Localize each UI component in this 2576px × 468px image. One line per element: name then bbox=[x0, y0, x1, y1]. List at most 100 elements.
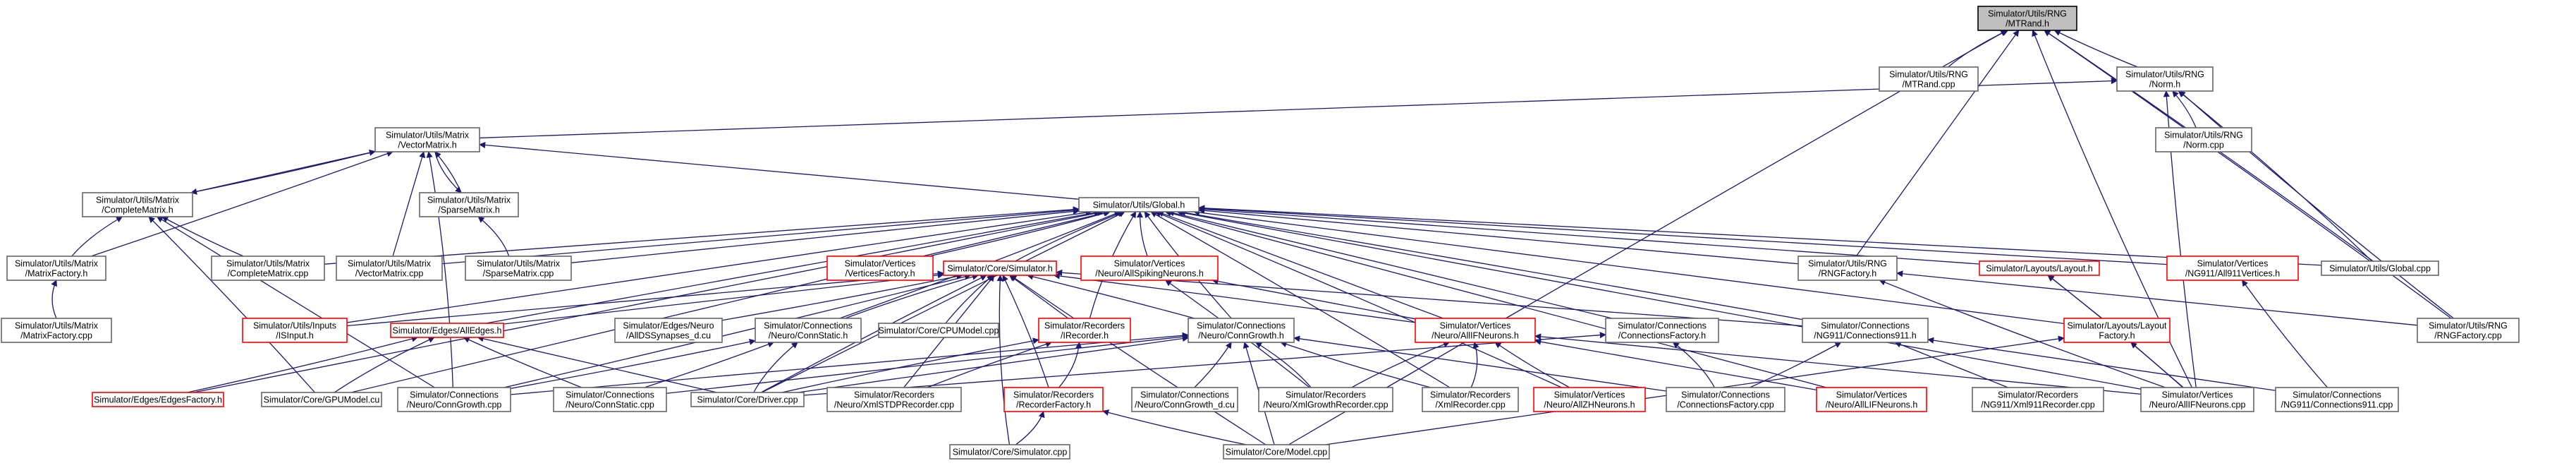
node-allspikingneurons-h[interactable]: Simulator/Vertices/Neuro/AllSpikingNeuro… bbox=[1080, 256, 1219, 281]
node-completematrix-cpp[interactable]: Simulator/Utils/Matrix/CompleteMatrix.cp… bbox=[211, 256, 325, 281]
node-box[interactable] bbox=[1797, 256, 1898, 281]
node-mtrand-h[interactable]: Simulator/Utils/RNG/MTRand.h bbox=[1977, 6, 2077, 31]
node-box[interactable] bbox=[1078, 197, 1200, 212]
node-connstatic-h[interactable]: Simulator/Connections/Neuro/ConnStatic.h bbox=[755, 318, 862, 343]
node-conngrowth-cpp[interactable]: Simulator/Connections/Neuro/ConnGrowth.c… bbox=[397, 387, 511, 412]
node-box[interactable] bbox=[1038, 318, 1131, 343]
node-box[interactable] bbox=[690, 392, 805, 407]
node-box[interactable] bbox=[374, 127, 480, 152]
node-box[interactable] bbox=[943, 260, 1057, 276]
node-layout-h[interactable]: Simulator/Layouts/Layout.h bbox=[1979, 260, 2100, 276]
node-isinput-h[interactable]: Simulator/Utils/Inputs/ISInput.h bbox=[242, 318, 348, 343]
node-recorderfactory-h[interactable]: Simulator/Recorders/RecorderFactory.h bbox=[1003, 387, 1104, 412]
node-verticesfactory-h[interactable]: Simulator/Vertices/VerticesFactory.h bbox=[826, 256, 934, 281]
node-box[interactable] bbox=[1415, 318, 1536, 343]
node-box[interactable] bbox=[1802, 318, 1929, 343]
node-xmlrecorder-cpp[interactable]: Simulator/Recorders/XmlRecorder.cpp bbox=[1422, 387, 1519, 412]
node-completematrix-h[interactable]: Simulator/Utils/Matrix/CompleteMatrix.h bbox=[82, 192, 193, 217]
node-box[interactable] bbox=[2063, 318, 2171, 343]
node-box[interactable] bbox=[390, 323, 504, 338]
node-norm-h[interactable]: Simulator/Utils/RNG/Norm.h bbox=[2116, 66, 2214, 92]
node-allzhneurons-h[interactable]: Simulator/Vertices/Neuro/AllZHNeurons.h bbox=[1533, 387, 1646, 412]
node-box[interactable] bbox=[92, 392, 224, 407]
node-edgesfactory-h[interactable]: Simulator/Edges/EdgesFactory.h bbox=[92, 392, 224, 407]
node-box[interactable] bbox=[82, 192, 193, 217]
node-box[interactable] bbox=[1422, 387, 1519, 412]
node-simulator-cpp[interactable]: Simulator/Core/Simulator.cpp bbox=[949, 444, 1070, 460]
node-xml911-cpp[interactable]: Simulator/Recorders/NG911/Xml911Recorder… bbox=[1972, 387, 2104, 412]
node-box[interactable] bbox=[1, 318, 112, 343]
node-box[interactable] bbox=[1258, 387, 1393, 412]
node-driver-cpp[interactable]: Simulator/Core/Driver.cpp bbox=[690, 392, 805, 407]
node-recorder-h[interactable]: Simulator/Recorders/IRecorder.h bbox=[1038, 318, 1131, 343]
node-norm-cpp[interactable]: Simulator/Utils/RNG/Norm.cpp bbox=[2155, 127, 2252, 152]
node-box[interactable] bbox=[1977, 6, 2077, 31]
node-box[interactable] bbox=[1188, 318, 1295, 343]
node-box[interactable] bbox=[1131, 387, 1238, 412]
node-connectionsfactory-cpp[interactable]: Simulator/Connections/ConnectionsFactory… bbox=[1666, 387, 1786, 412]
node-vectormatrix-h[interactable]: Simulator/Utils/Matrix/VectorMatrix.h bbox=[374, 127, 480, 152]
node-gpumodel-cu[interactable]: Simulator/Core/GPUModel.cu bbox=[261, 392, 382, 407]
node-conngrowth-cu[interactable]: Simulator/Connections/Neuro/ConnGrowth_d… bbox=[1131, 387, 1238, 412]
node-global-cpp[interactable]: Simulator/Utils/Global.cpp bbox=[2321, 260, 2439, 276]
node-xmlstdp-cpp[interactable]: Simulator/Recorders/Neuro/XmlSTDPRecorde… bbox=[826, 387, 962, 412]
node-all911vertices-h[interactable]: Simulator/Vertices/NG911/All911Vertices.… bbox=[2166, 256, 2299, 281]
node-box[interactable] bbox=[1816, 387, 1927, 412]
node-matrixfactory-h[interactable]: Simulator/Utils/Matrix/MatrixFactory.h bbox=[6, 256, 106, 281]
node-box[interactable] bbox=[397, 387, 511, 412]
node-allifneurons-cpp[interactable]: Simulator/Vertices/Neuro/AllIFNeurons.cp… bbox=[2140, 387, 2254, 412]
node-box[interactable] bbox=[1533, 387, 1646, 412]
node-mtrand-cpp[interactable]: Simulator/Utils/RNG/MTRand.cpp bbox=[1879, 66, 1979, 92]
node-box[interactable] bbox=[1879, 66, 1979, 92]
node-allifneurons-h[interactable]: Simulator/Vertices/Neuro/AllIFNeurons.h bbox=[1415, 318, 1536, 343]
node-box[interactable] bbox=[1080, 256, 1219, 281]
node-box[interactable] bbox=[465, 256, 572, 281]
node-box[interactable] bbox=[2155, 127, 2252, 152]
node-connections911-cpp[interactable]: Simulator/Connections/NG911/Connections9… bbox=[2275, 387, 2399, 412]
node-sparsematrix-h[interactable]: Simulator/Utils/Matrix/SparseMatrix.h bbox=[419, 192, 519, 217]
node-box[interactable] bbox=[2321, 260, 2439, 276]
node-cpumodel-cpp[interactable]: Simulator/Core/CPUModel.cpp bbox=[878, 323, 999, 338]
node-connectionsfactory-h[interactable]: Simulator/Connections/ConnectionsFactory… bbox=[1605, 318, 1719, 343]
node-box[interactable] bbox=[261, 392, 382, 407]
node-box[interactable] bbox=[1003, 387, 1104, 412]
node-rngfactory-cpp[interactable]: Simulator/Utils/RNG/RNGFactory.cpp bbox=[2417, 318, 2520, 343]
node-allds-cu[interactable]: Simulator/Edges/Neuro/AllDSSynapses_d.cu bbox=[614, 318, 723, 343]
node-box[interactable] bbox=[1605, 318, 1719, 343]
node-box[interactable] bbox=[826, 387, 962, 412]
node-global-h[interactable]: Simulator/Utils/Global.h bbox=[1078, 197, 1200, 212]
node-model-cpp[interactable]: Simulator/Core/Model.cpp bbox=[1223, 444, 1330, 460]
node-box[interactable] bbox=[1972, 387, 2104, 412]
node-box[interactable] bbox=[2166, 256, 2299, 281]
node-vectormatrix-cpp[interactable]: Simulator/Utils/Matrix/VectorMatrix.cpp bbox=[336, 256, 443, 281]
node-box[interactable] bbox=[419, 192, 519, 217]
node-alllifneurons-h[interactable]: Simulator/Vertices/Neuro/AllLIFNeurons.h bbox=[1816, 387, 1927, 412]
node-simulator-h[interactable]: Simulator/Core/Simulator.h bbox=[943, 260, 1057, 276]
node-box[interactable] bbox=[2116, 66, 2214, 92]
node-box[interactable] bbox=[878, 323, 999, 338]
node-box[interactable] bbox=[553, 387, 667, 412]
node-box[interactable] bbox=[6, 256, 106, 281]
node-box[interactable] bbox=[1666, 387, 1786, 412]
node-box[interactable] bbox=[949, 444, 1070, 460]
node-box[interactable] bbox=[1979, 260, 2100, 276]
node-sparsematrix-cpp[interactable]: Simulator/Utils/Matrix/SparseMatrix.cpp bbox=[465, 256, 572, 281]
node-box[interactable] bbox=[1223, 444, 1330, 460]
node-box[interactable] bbox=[2140, 387, 2254, 412]
node-box[interactable] bbox=[2275, 387, 2399, 412]
node-alledges-h[interactable]: Simulator/Edges/AllEdges.h bbox=[390, 323, 504, 338]
node-box[interactable] bbox=[242, 318, 348, 343]
node-matrixfactory-cpp[interactable]: Simulator/Utils/Matrix/MatrixFactory.cpp bbox=[1, 318, 112, 343]
node-box[interactable] bbox=[755, 318, 862, 343]
node-box[interactable] bbox=[2417, 318, 2520, 343]
node-box[interactable] bbox=[614, 318, 723, 343]
node-box[interactable] bbox=[336, 256, 443, 281]
node-box[interactable] bbox=[826, 256, 934, 281]
node-box[interactable] bbox=[211, 256, 325, 281]
node-conngrowth-h[interactable]: Simulator/Connections/Neuro/ConnGrowth.h bbox=[1188, 318, 1295, 343]
node-xmlgrowth-cpp[interactable]: Simulator/Recorders/Neuro/XmlGrowthRecor… bbox=[1258, 387, 1393, 412]
node-connections911-h[interactable]: Simulator/Connections/NG911/Connections9… bbox=[1802, 318, 1929, 343]
node-connstatic-cpp[interactable]: Simulator/Connections/Neuro/ConnStatic.c… bbox=[553, 387, 667, 412]
node-rngfactory-h[interactable]: Simulator/Utils/RNG/RNGFactory.h bbox=[1797, 256, 1898, 281]
